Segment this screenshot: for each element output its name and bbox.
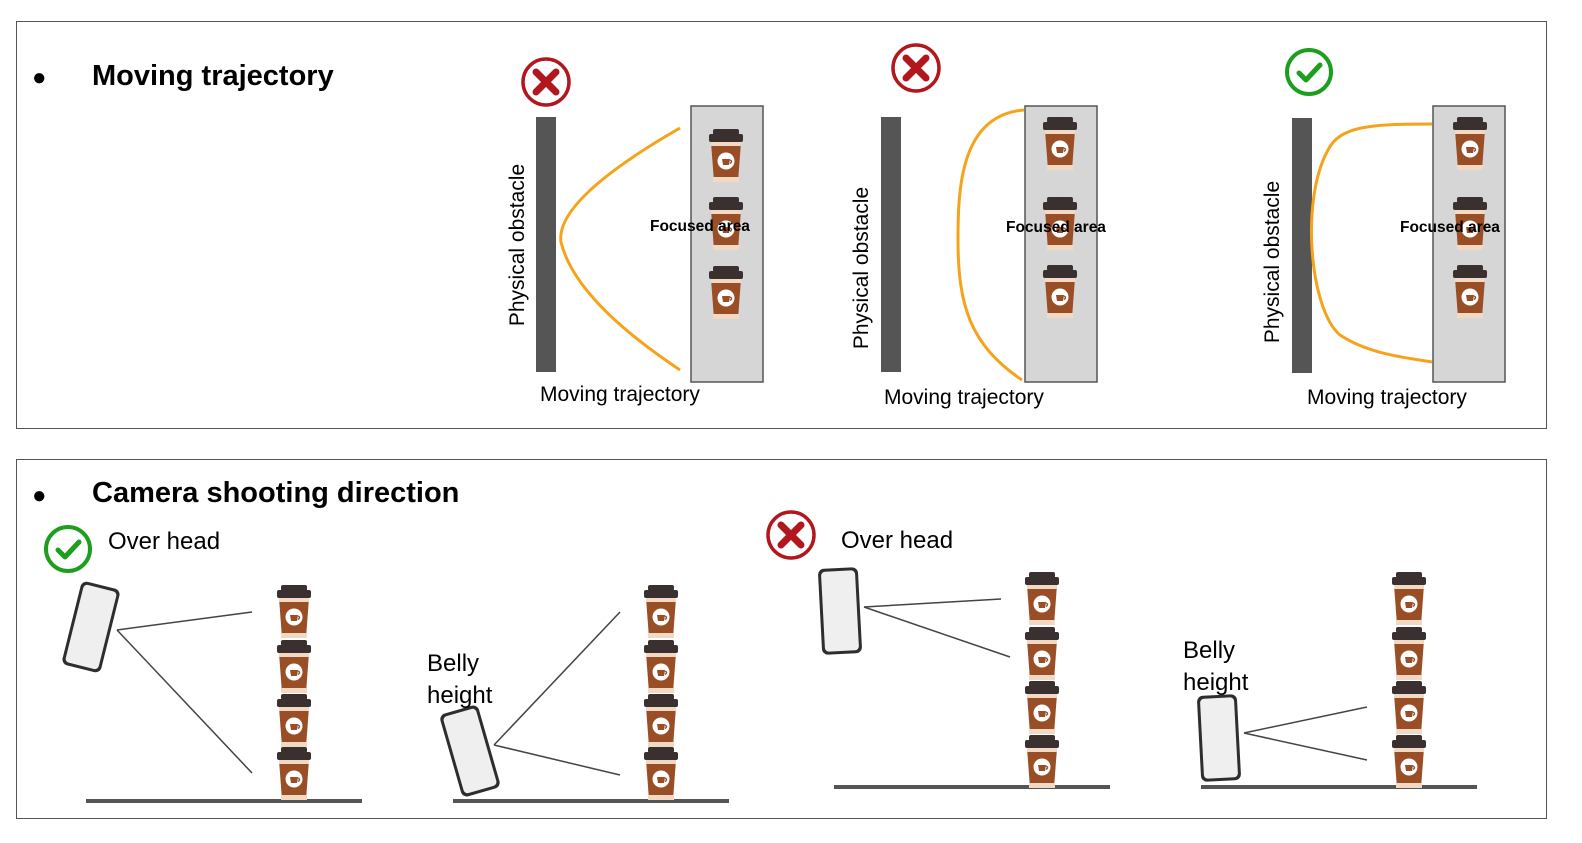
coffee-cup-icon (1024, 680, 1060, 735)
trajectory-path (1309, 122, 1433, 364)
coffee-cup-icon (1024, 571, 1060, 626)
focused-area-label: Focused area (650, 218, 750, 235)
trajectory-caption: Moving trajectory (884, 386, 1044, 409)
coffee-cup-icon (276, 693, 312, 748)
correct-check-icon (46, 527, 90, 571)
phone-icon (61, 580, 121, 674)
ground-line (834, 785, 1110, 789)
coffee-cup-icon (1024, 734, 1060, 789)
trajectory-caption: Moving trajectory (540, 383, 700, 406)
trajectory-path (956, 108, 1025, 382)
coffee-cup-icon (643, 693, 679, 748)
over-head-label: Over head (841, 527, 954, 554)
coffee-cup-icon (708, 128, 744, 183)
physical-obstacle-bar (536, 117, 556, 372)
wrong-x-icon (523, 59, 569, 105)
trajectory-path (559, 126, 681, 372)
coffee-cup-icon (1024, 626, 1060, 681)
camera-view-lines (1243, 706, 1368, 761)
belly-label-line1: Belly (427, 650, 480, 677)
camera-view-lines (493, 611, 621, 776)
camera-overhead-correct (61, 580, 362, 803)
coffee-cup-icon (276, 584, 312, 639)
obstacle-label: Physical obstacle (850, 186, 873, 350)
obstacle-label: Physical obstacle (1261, 180, 1284, 344)
belly-label-line2: height (427, 682, 493, 709)
obstacle-label: Physical obstacle (506, 163, 529, 327)
camera-view-lines (116, 611, 253, 774)
coffee-cup-icon (1042, 264, 1078, 319)
phone-icon (1196, 694, 1242, 782)
phone-icon (438, 704, 502, 798)
ground-line (86, 799, 362, 803)
coffee-cup-icon (276, 746, 312, 801)
trajectory-example-2 (881, 45, 1098, 383)
coffee-cup-icon (276, 639, 312, 694)
moving-trajectory-panel (16, 21, 1547, 429)
coffee-cup-icon (708, 265, 744, 320)
coffee-cup-icon (1391, 626, 1427, 681)
belly-label-line1: Belly (1183, 637, 1236, 664)
coffee-cup-icon (1452, 264, 1488, 319)
phone-icon (817, 567, 863, 655)
coffee-cup-icon (643, 639, 679, 694)
bullet-point: ● (32, 64, 47, 91)
ground-line (453, 799, 729, 803)
physical-obstacle-bar (881, 117, 901, 372)
section-title-trajectory: Moving trajectory (92, 60, 334, 92)
coffee-cup-icon (1452, 116, 1488, 171)
focused-area-label: Focused area (1400, 219, 1500, 236)
camera-overhead-wrong (817, 567, 1110, 789)
coffee-cup-icon (1391, 734, 1427, 789)
section-title-camera: Camera shooting direction (92, 477, 460, 509)
trajectory-caption: Moving trajectory (1307, 386, 1467, 409)
coffee-cup-icon (1391, 680, 1427, 735)
correct-check-icon (1287, 50, 1331, 94)
trajectory-example-3 (1287, 50, 1506, 383)
wrong-x-icon (893, 45, 939, 91)
camera-belly-correct (438, 584, 729, 803)
camera-view-lines (863, 598, 1011, 658)
camera-belly-wrong (1196, 571, 1477, 789)
coffee-cup-icon (643, 746, 679, 801)
bullet-point: ● (32, 482, 47, 509)
coffee-cup-icon (643, 584, 679, 639)
coffee-cup-icon (1042, 116, 1078, 171)
coffee-cup-icon (1391, 571, 1427, 626)
ground-line (1201, 785, 1477, 789)
focused-area-label: Focused area (1006, 219, 1106, 236)
wrong-x-icon (768, 512, 814, 558)
physical-obstacle-bar (1292, 118, 1312, 373)
over-head-label: Over head (108, 528, 221, 555)
trajectory-example-1 (523, 59, 764, 383)
belly-label-line2: height (1183, 669, 1249, 696)
